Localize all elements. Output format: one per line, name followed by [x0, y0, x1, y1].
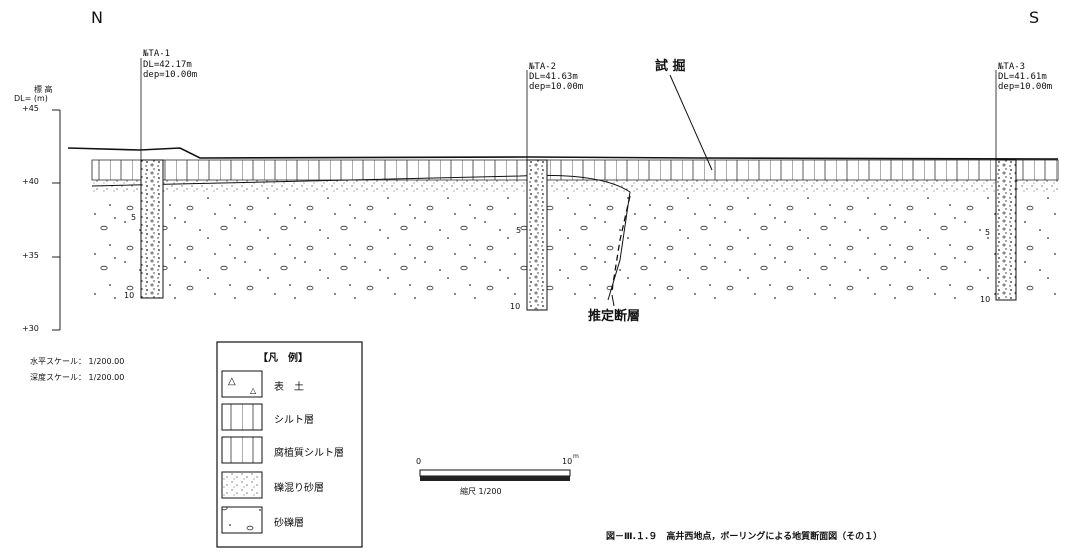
sand-gravel-layer — [92, 190, 1058, 300]
depth-tick-5: 5 — [516, 226, 522, 235]
legend-item-gravelly-sand: 礫混り砂層 — [274, 483, 324, 494]
north-label: N — [91, 8, 103, 27]
borehole-id: №TA-2 — [529, 62, 557, 72]
tick-label: +30 — [22, 324, 39, 333]
tick-label: +40 — [22, 177, 39, 186]
depth-tick-10: 10 — [510, 302, 521, 311]
scale-bar-end: 10 — [562, 457, 573, 466]
vertical-scale: 深度スケール： 1/200.00 — [30, 373, 125, 382]
depth-tick-10: 10 — [124, 291, 135, 300]
south-label: S — [1029, 8, 1040, 27]
elevation-title: 標 高 — [34, 85, 53, 94]
elevation-axis — [52, 109, 61, 331]
estimated-fault-line — [611, 195, 631, 291]
depth-tick-5: 5 — [985, 228, 991, 237]
scale-bar-start: 0 — [416, 457, 422, 466]
elevation-unit: DL= (m) — [14, 94, 48, 103]
borehole-id: №TA-1 — [143, 49, 171, 59]
svg-text:△: △ — [250, 386, 257, 395]
ground-surface — [67, 147, 1059, 160]
borehole-ta3-column — [995, 70, 1017, 301]
borehole-depth: dep=10.00m — [529, 82, 584, 92]
legend-item-sand-gravel: 砂礫層 — [274, 518, 304, 529]
trench-leader — [669, 74, 713, 171]
depth-tick-5: 5 — [131, 213, 137, 222]
borehole-dl: DL=42.17m — [143, 60, 192, 70]
scale-bar-label: 縮尺 1/200 — [460, 487, 502, 496]
borehole-dl: DL=41.63m — [529, 72, 578, 82]
scale-bar-unit: m — [573, 453, 579, 460]
legend-box: △ △ — [216, 341, 363, 548]
legend-item-humic-silt: 腐植質シルト層 — [274, 448, 344, 459]
legend-item-topsoil: 表 土 — [274, 382, 304, 393]
figure-caption: 図－Ⅲ.１.９ 高井西地点，ボーリングによる地質断面図（その１） — [606, 532, 883, 542]
depth-tick-10: 10 — [980, 295, 991, 304]
borehole-depth: dep=10.00m — [143, 70, 198, 80]
horizontal-scale: 水平スケール： 1/200.00 — [30, 357, 125, 366]
scale-bar-graphic — [419, 469, 571, 481]
tick-label: +45 — [22, 104, 39, 113]
tick-label: +35 — [22, 251, 39, 260]
fault-leader — [611, 294, 615, 307]
silt-layer — [91, 159, 1059, 181]
legend-title: 【凡 例】 — [258, 353, 308, 364]
borehole-id: №TA-3 — [998, 62, 1026, 72]
legend-item-silt: シルト層 — [274, 415, 314, 426]
borehole-ta2-column — [526, 70, 548, 311]
borehole-ta1-column — [140, 58, 164, 299]
borehole-dl: DL=41.61m — [998, 72, 1047, 82]
gravelly-sand-band — [92, 178, 1058, 192]
borehole-depth: dep=10.00m — [998, 82, 1053, 92]
fault-label: 推定断層 — [588, 309, 641, 324]
svg-text:△: △ — [228, 376, 236, 387]
trench-label: 試 掘 — [655, 59, 686, 74]
